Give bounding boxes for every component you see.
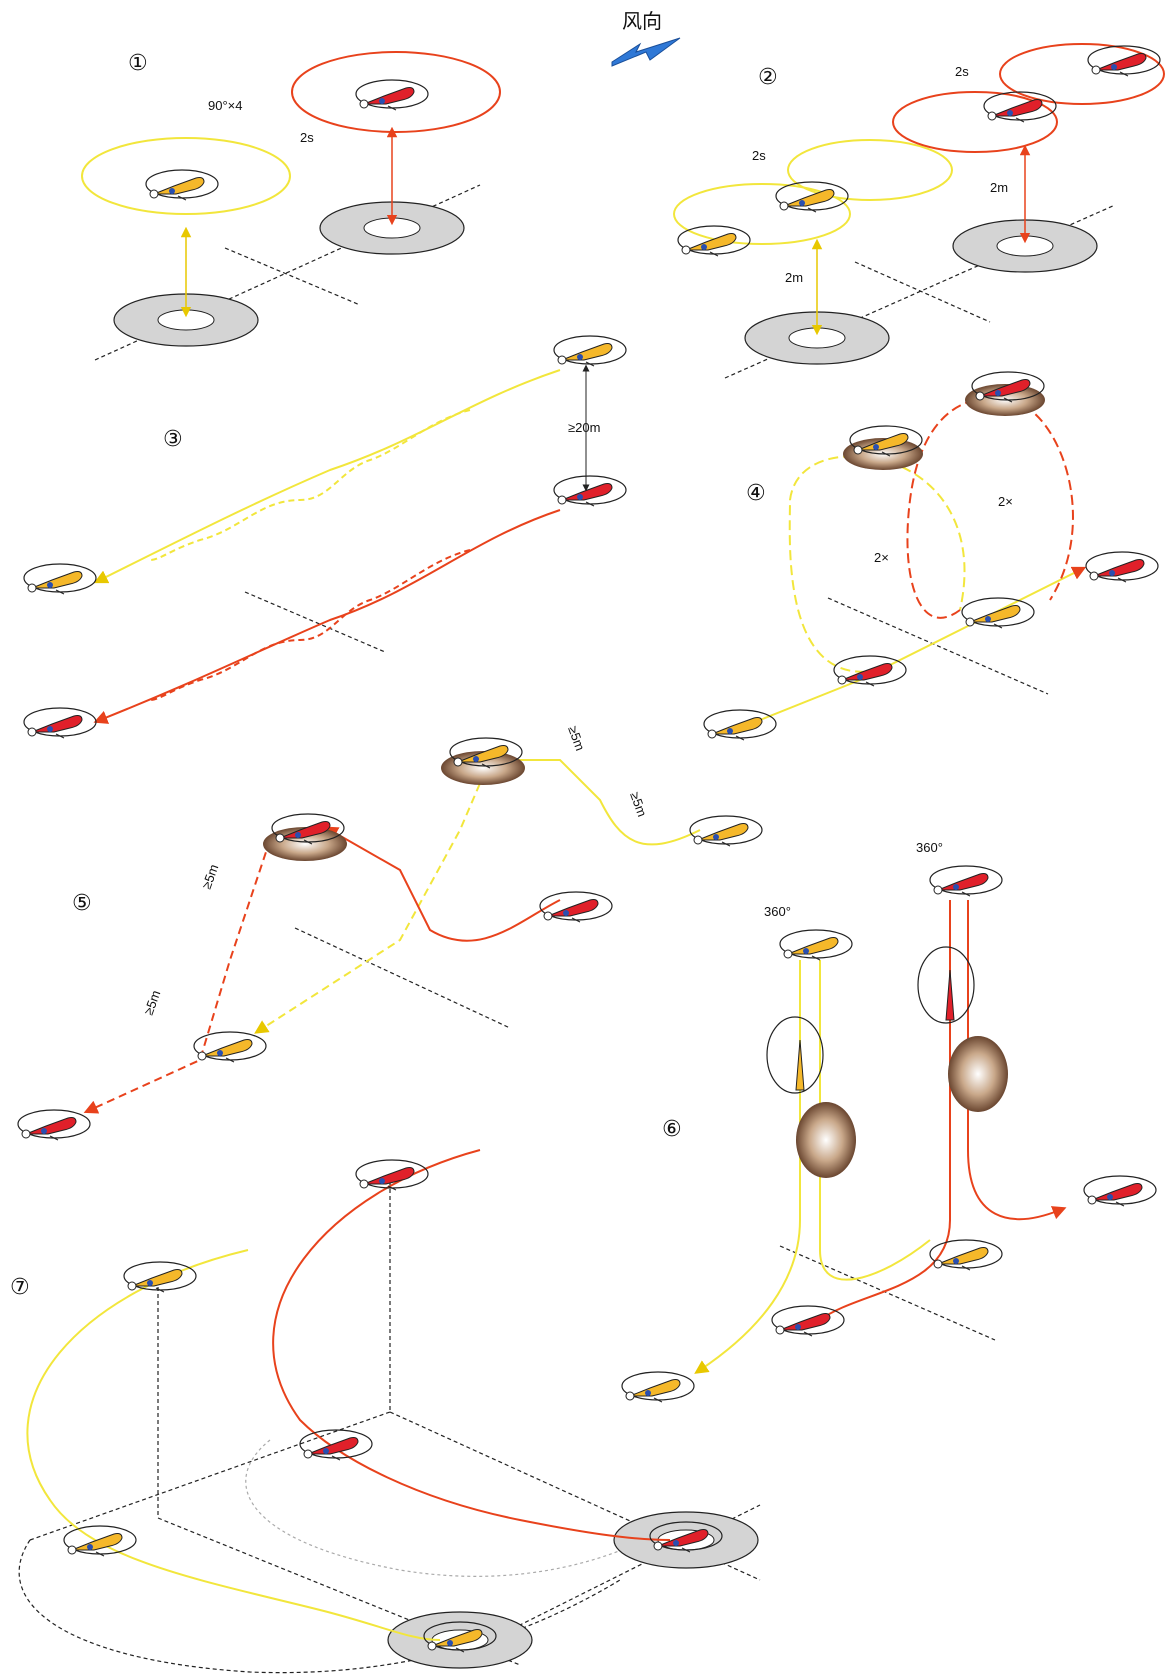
section-number: ⑥ <box>662 1117 682 1142</box>
rotation-label: 90°×4 <box>208 98 242 113</box>
height-label: 2m <box>785 270 803 285</box>
helicopter-yellow-icon <box>689 815 763 847</box>
section-2-square-hover: ② 2s 2s 2m 2m <box>673 43 1165 379</box>
helicopter-red-icon <box>1087 45 1161 77</box>
helicopter-yellow-icon <box>779 929 853 961</box>
helicopter-yellow-icon <box>621 1371 695 1403</box>
loop-label: 2× <box>874 550 889 565</box>
section-7-autorotation: ⑦ <box>10 1149 761 1674</box>
spin-label: 360° <box>916 840 943 855</box>
section-number: ⑤ <box>72 891 92 916</box>
spin-label: 360° <box>764 904 791 919</box>
section-number: ⑦ <box>10 1275 30 1300</box>
helicopter-red-icon <box>771 1305 845 1337</box>
section-number: ① <box>128 51 148 76</box>
helicopter-yellow-icon <box>703 709 777 741</box>
wind-indicator: 风向 <box>611 9 681 67</box>
section-6-pirouette: ⑥ 360° 360° <box>621 840 1157 1403</box>
helicopter-red-icon <box>1083 1175 1157 1207</box>
section-number: ③ <box>163 427 183 452</box>
separation-label: ≥20m <box>568 420 600 435</box>
distance-label: ≥5m <box>141 988 164 1017</box>
section-number: ② <box>758 65 778 90</box>
wind-label: 风向 <box>622 9 662 33</box>
helicopter-red-icon <box>299 1429 373 1461</box>
helicopter-yellow-icon <box>961 597 1035 629</box>
helicopter-red-icon <box>1085 551 1159 583</box>
helicopter-red-icon <box>929 865 1003 897</box>
section-1-hover: ① 90°×4 2s <box>81 51 501 361</box>
helicopter-red-icon <box>23 707 97 739</box>
section-4-loops: ④ 2× 2× <box>703 371 1159 741</box>
distance-label: ≥5m <box>565 724 588 753</box>
helicopter-red-icon <box>553 475 627 507</box>
helicopter-yellow-icon <box>123 1261 197 1293</box>
hover-circle-yellow <box>81 137 291 215</box>
helicopter-red-icon <box>17 1109 91 1141</box>
helicopter-yellow-icon <box>145 169 219 201</box>
time-label: 2s <box>955 64 969 79</box>
helicopter-yellow-icon <box>63 1525 137 1557</box>
section-number: ④ <box>746 481 766 506</box>
helicopter-red-icon <box>355 79 429 111</box>
loop-label: 2× <box>998 494 1013 509</box>
time-label: 2s <box>752 148 766 163</box>
height-label: 2m <box>990 180 1008 195</box>
helicopter-red-icon <box>539 891 613 923</box>
wind-arrow-icon <box>611 37 681 67</box>
time-label: 2s <box>300 130 314 145</box>
helicopter-yellow-icon <box>677 225 751 257</box>
helicopter-yellow-icon <box>553 335 627 367</box>
distance-label: ≥5m <box>199 862 222 891</box>
helicopter-red-icon <box>833 655 907 687</box>
section-5-bump: ⑤ ≥5m ≥5m ≥5m ≥5m <box>17 724 763 1141</box>
helicopter-yellow-icon <box>193 1031 267 1063</box>
helicopter-yellow-icon <box>23 563 97 595</box>
section-3-slalom: ③ ≥20m <box>23 335 627 739</box>
distance-label: ≥5m <box>627 790 650 819</box>
